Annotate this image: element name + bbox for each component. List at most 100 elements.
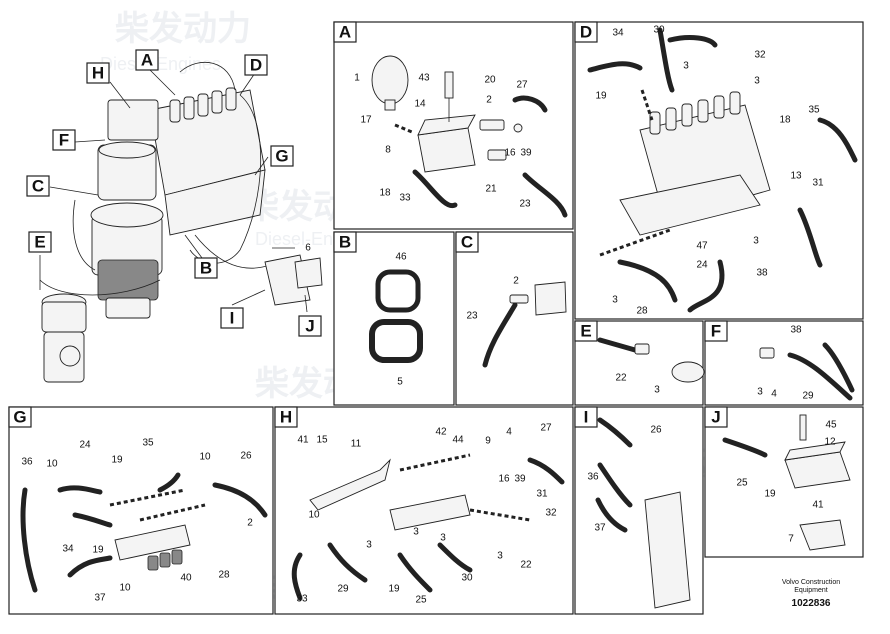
callout-B[interactable]: B — [194, 257, 218, 279]
svg-text:33: 33 — [399, 193, 411, 204]
svg-text:26: 26 — [650, 425, 662, 436]
svg-text:11: 11 — [351, 439, 362, 450]
svg-text:16: 16 — [504, 148, 516, 159]
panel-C: C 2 23 — [455, 231, 574, 406]
svg-text:3: 3 — [754, 76, 760, 87]
svg-text:D: D — [250, 56, 262, 75]
watermark-sub: Diesel-Engines — [100, 54, 221, 74]
svg-text:37: 37 — [594, 523, 606, 534]
svg-text:10: 10 — [308, 510, 320, 521]
svg-text:15: 15 — [316, 435, 328, 446]
callout-H[interactable]: H — [86, 62, 110, 84]
lower-hose — [39, 279, 161, 296]
svg-text:E: E — [34, 233, 45, 252]
svg-text:12: 12 — [824, 437, 836, 448]
callout-J[interactable]: J — [298, 315, 322, 337]
svg-text:47: 47 — [696, 241, 708, 252]
svg-text:38: 38 — [790, 325, 802, 336]
svg-text:42: 42 — [435, 427, 447, 438]
motor-head-cap — [98, 141, 156, 159]
svg-text:26: 26 — [240, 451, 252, 462]
svg-text:29: 29 — [802, 391, 814, 402]
bracket-plate — [294, 257, 323, 289]
svg-text:28: 28 — [218, 570, 230, 581]
svg-text:19: 19 — [388, 584, 400, 595]
valve-base-frame — [164, 169, 266, 236]
callout-E[interactable]: E — [28, 231, 52, 253]
svg-text:16: 16 — [498, 474, 510, 485]
svg-text:10: 10 — [119, 583, 131, 594]
svg-text:32: 32 — [545, 508, 557, 519]
panel-label: B — [339, 233, 351, 252]
svg-text:19: 19 — [764, 489, 776, 500]
panel-H: H 41 15 11 42 44 9 4 27 16 39 31 10 3 32… — [274, 406, 574, 615]
svg-text:I: I — [230, 309, 235, 328]
svg-text:G: G — [275, 147, 288, 166]
svg-text:C: C — [32, 177, 44, 196]
footer-division: Equipment — [794, 587, 828, 594]
svg-text:3: 3 — [366, 540, 372, 551]
svg-text:38: 38 — [756, 268, 768, 279]
svg-text:25: 25 — [415, 595, 427, 606]
svg-text:19: 19 — [111, 455, 123, 466]
svg-text:17: 17 — [360, 115, 372, 126]
svg-text:10: 10 — [199, 452, 211, 463]
svg-text:3: 3 — [612, 295, 618, 306]
svg-text:34: 34 — [62, 544, 74, 555]
document-number: 1022836 — [792, 598, 831, 609]
svg-text:44: 44 — [452, 435, 464, 446]
callout-A[interactable]: A — [135, 49, 159, 71]
svg-text:2: 2 — [247, 518, 253, 529]
panel-label: A — [339, 23, 351, 42]
svg-text:14: 14 — [414, 99, 426, 110]
svg-text:22: 22 — [520, 560, 532, 571]
panel-label: E — [580, 322, 591, 341]
svg-text:27: 27 — [516, 80, 528, 91]
svg-text:32: 32 — [754, 50, 766, 61]
svg-text:30: 30 — [461, 573, 473, 584]
svg-text:30: 30 — [653, 25, 665, 36]
svg-text:23: 23 — [519, 199, 531, 210]
main-assembly-view: A D H F G C E B — [26, 49, 323, 383]
panel-B: B 46 5 — [333, 231, 455, 406]
svg-text:3: 3 — [413, 527, 419, 538]
callout-G[interactable]: G — [270, 145, 294, 167]
svg-text:J: J — [305, 317, 314, 336]
panel-D: D 34 30 32 3 3 19 35 18 13 31 47 3 2 — [574, 21, 864, 320]
svg-text:4: 4 — [506, 427, 512, 438]
panel-label: H — [280, 408, 292, 427]
svg-text:46: 46 — [395, 252, 407, 263]
svg-text:23: 23 — [466, 311, 478, 322]
svg-text:9: 9 — [485, 436, 491, 447]
svg-text:39: 39 — [520, 148, 532, 159]
svg-text:3: 3 — [654, 385, 660, 396]
callout-F[interactable]: F — [52, 129, 76, 151]
callout-D[interactable]: D — [244, 54, 268, 76]
svg-text:3: 3 — [753, 236, 759, 247]
callout-I[interactable]: I — [220, 307, 244, 329]
callout-C[interactable]: C — [26, 175, 50, 197]
panel-label: I — [584, 408, 589, 427]
panel-label: D — [580, 23, 592, 42]
svg-text:28: 28 — [636, 306, 648, 317]
svg-text:1: 1 — [354, 73, 360, 84]
svg-text:18: 18 — [379, 188, 391, 199]
panel-label: C — [461, 233, 473, 252]
svg-text:35: 35 — [142, 438, 154, 449]
component-e-port — [59, 345, 81, 367]
panel-F: F 38 3 4 29 — [704, 320, 864, 406]
svg-text:35: 35 — [808, 105, 820, 116]
part-number: 6 — [305, 243, 311, 254]
svg-text:19: 19 — [595, 91, 607, 102]
component-e-body — [41, 301, 87, 333]
swing-pinion — [105, 297, 151, 319]
svg-text:39: 39 — [514, 474, 526, 485]
svg-text:F: F — [59, 131, 69, 150]
svg-text:24: 24 — [79, 440, 91, 451]
footer-block: Volvo Construction Equipment 1022836 — [782, 579, 840, 609]
bracket-hose — [194, 234, 271, 269]
svg-text:34: 34 — [612, 28, 624, 39]
svg-text:3: 3 — [683, 61, 689, 72]
svg-text:40: 40 — [180, 573, 192, 584]
